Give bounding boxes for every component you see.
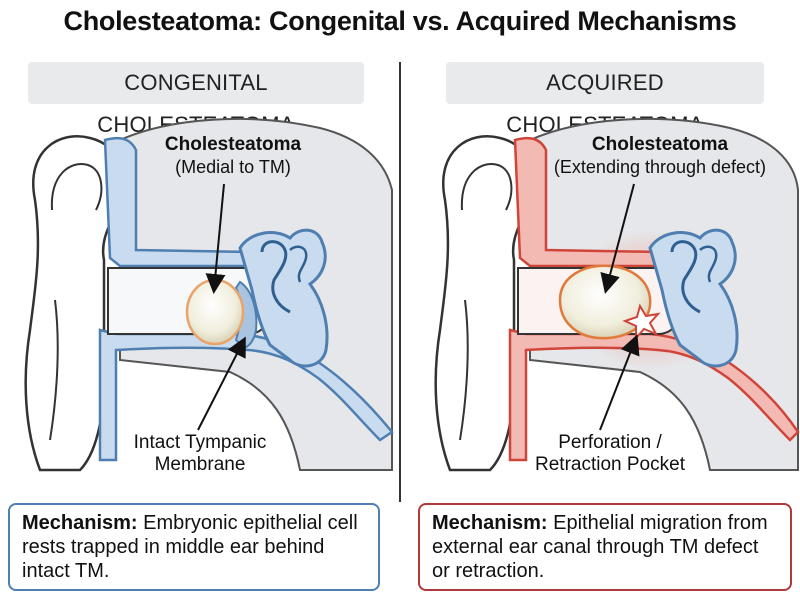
congenital-mechanism-text: Embryonic epithelial cell rests trapped …: [22, 512, 358, 582]
center-divider: [399, 62, 401, 502]
label-cholesteatoma-right: Cholesteatoma (Extending through defect): [540, 134, 780, 178]
congenital-header: CONGENITAL CHOLESTEATOMA: [28, 62, 364, 137]
label-cholesteatoma-right-title: Cholesteatoma: [591, 134, 729, 155]
label-membrane: Intact Tympanic Membrane: [110, 432, 290, 476]
label-perforation-line2: Retraction Pocket: [535, 454, 685, 475]
middle-ear-cavity-right: [648, 228, 739, 368]
label-cholesteatoma-right-sub: (Extending through defect): [553, 157, 767, 177]
label-membrane-line1: Intact Tympanic: [133, 432, 267, 453]
label-membrane-line2: Membrane: [154, 454, 246, 475]
congenital-mechanism-label: Mechanism:: [22, 512, 138, 534]
arrow-to-cholesteatoma-left: [205, 183, 226, 294]
arrow-to-membrane-left: [197, 336, 246, 431]
congenital-mechanism-box: Mechanism: Embryonic epithelial cell res…: [8, 503, 380, 591]
label-cholesteatoma-left-title: Cholesteatoma: [164, 134, 302, 155]
label-perforation: Perforation / Retraction Pocket: [510, 432, 710, 476]
congenital-ear-diagram: [24, 117, 394, 472]
label-cholesteatoma-left-sub: (Medial to TM): [175, 157, 291, 177]
middle-ear-cavity-left: [238, 228, 329, 368]
arrow-to-cholesteatoma-right: [600, 183, 635, 294]
acquired-mechanism-box: Mechanism: Epithelial migration from ext…: [418, 503, 792, 591]
page-title: Cholesteatoma: Congenital vs. Acquired M…: [63, 6, 737, 36]
canal-lining-upper-left: [103, 136, 252, 268]
arrow-to-perforation: [599, 334, 640, 431]
acquired-mechanism-label: Mechanism:: [432, 512, 548, 534]
acquired-ear-diagram: [434, 117, 800, 472]
label-cholesteatoma-left: Cholesteatoma (Medial to TM): [148, 134, 318, 178]
acquired-header: ACQUIRED CHOLESTEATOMA: [446, 62, 764, 137]
label-perforation-line1: Perforation /: [558, 432, 662, 453]
acquired-mechanism-text: Epithelial migration from external ear c…: [432, 512, 768, 582]
perforation-star: [622, 303, 661, 341]
